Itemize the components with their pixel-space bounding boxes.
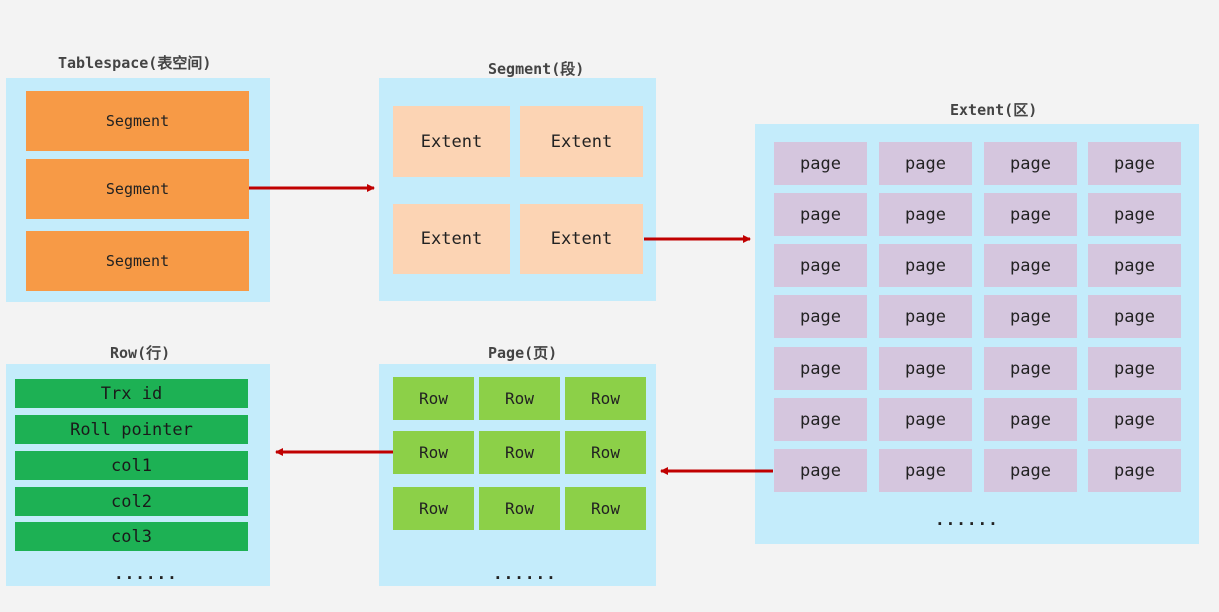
tablespace-title: Tablespace(表空间)	[58, 54, 212, 72]
extent-page: page	[984, 449, 1077, 492]
extent-page: page	[1088, 142, 1181, 185]
row-title: Row(行)	[110, 344, 171, 362]
extent-page: page	[774, 142, 867, 185]
row-field: Trx id	[15, 379, 248, 408]
extent-page: page	[879, 193, 972, 236]
extent-page: page	[984, 398, 1077, 441]
extent-page: page	[984, 295, 1077, 338]
segment-panel: Extent Extent Extent Extent	[379, 78, 656, 301]
extent-page: page	[774, 244, 867, 287]
extent-page: page	[879, 295, 972, 338]
extent-page: page	[879, 449, 972, 492]
extent-page: page	[774, 295, 867, 338]
extent-page: page	[879, 347, 972, 390]
page-row: Row	[393, 431, 474, 474]
extent-page: page	[879, 244, 972, 287]
page-row: Row	[393, 377, 474, 420]
row-panel: Trx id Roll pointer col1 col2 col3 .....…	[6, 364, 270, 586]
page-row: Row	[479, 377, 560, 420]
extent-page: page	[984, 142, 1077, 185]
tablespace-segment: Segment	[26, 91, 249, 151]
page-row: Row	[479, 487, 560, 530]
segment-extent: Extent	[520, 106, 643, 177]
row-field: col3	[15, 522, 248, 551]
segment-title: Segment(段)	[488, 60, 585, 78]
page-row: Row	[393, 487, 474, 530]
extent-page: page	[774, 398, 867, 441]
extent-page: page	[774, 449, 867, 492]
extent-page: page	[984, 244, 1077, 287]
page-more-ellipsis: ......	[493, 564, 557, 583]
extent-page: page	[1088, 449, 1181, 492]
page-row: Row	[565, 377, 646, 420]
row-field: col1	[15, 451, 248, 480]
extent-page: page	[1088, 193, 1181, 236]
page-row: Row	[479, 431, 560, 474]
extent-page: page	[984, 193, 1077, 236]
row-field: Roll pointer	[15, 415, 248, 444]
extent-page: page	[774, 347, 867, 390]
extent-page: page	[879, 142, 972, 185]
page-title: Page(页)	[488, 344, 558, 362]
tablespace-segment: Segment	[26, 159, 249, 219]
page-row: Row	[565, 487, 646, 530]
extent-page: page	[1088, 347, 1181, 390]
row-field: col2	[15, 487, 248, 516]
extent-page: page	[774, 193, 867, 236]
segment-extent: Extent	[393, 204, 510, 274]
extent-page: page	[1088, 398, 1181, 441]
tablespace-segment: Segment	[26, 231, 249, 291]
extent-page: page	[1088, 244, 1181, 287]
tablespace-panel: Segment Segment Segment	[6, 78, 270, 302]
segment-extent: Extent	[393, 106, 510, 177]
segment-extent: Extent	[520, 204, 643, 274]
extent-page: page	[984, 347, 1077, 390]
page-row: Row	[565, 431, 646, 474]
row-more-ellipsis: ......	[114, 564, 178, 583]
extent-more-ellipsis: ......	[935, 510, 999, 529]
extent-page: page	[879, 398, 972, 441]
extent-title: Extent(区)	[950, 101, 1038, 119]
extent-page: page	[1088, 295, 1181, 338]
